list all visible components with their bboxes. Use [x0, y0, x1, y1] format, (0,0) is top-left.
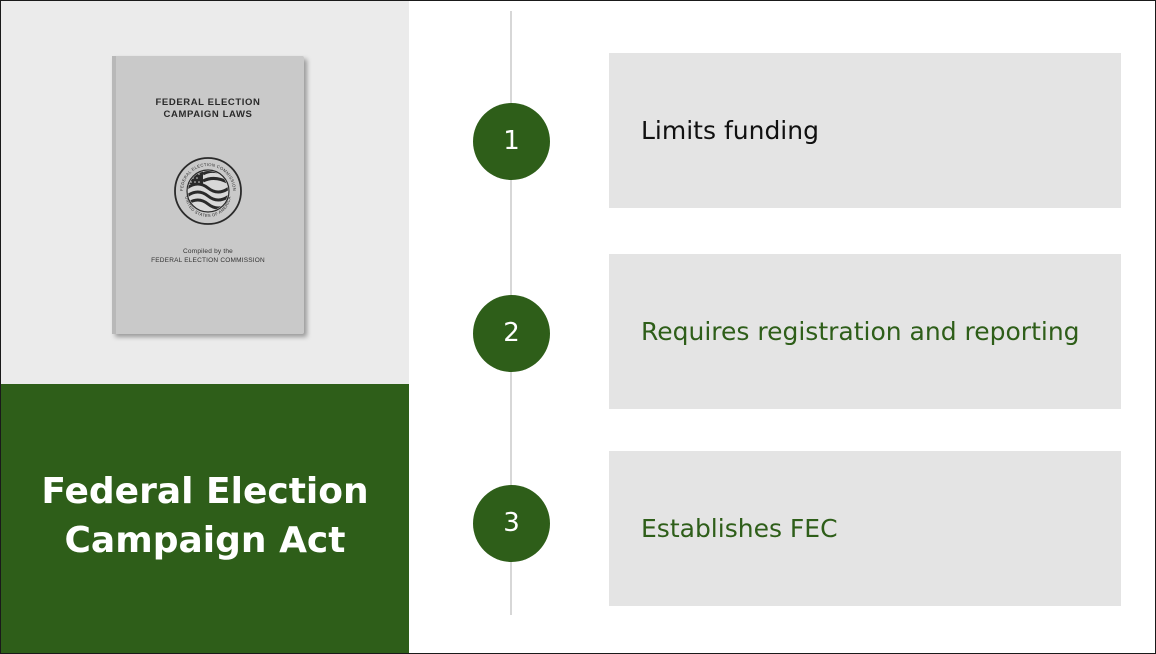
book-image-panel: FEDERAL ELECTION CAMPAIGN LAWS: [1, 1, 409, 384]
step-1-number-badge: 1: [473, 103, 550, 180]
slide-title-line-2: Campaign Act: [64, 520, 346, 561]
title-panel: [1, 384, 409, 653]
step-2-number-badge: 2: [473, 295, 550, 372]
step-3-box: Establishes FEC: [609, 451, 1121, 606]
book-spine: [112, 56, 116, 334]
slide-title: Federal Election Campaign Act: [1, 467, 409, 565]
book-title-line-2: CAMPAIGN LAWS: [163, 109, 253, 120]
step-3-number-badge: 3: [473, 485, 550, 562]
book-credit: Compiled by the FEDERAL ELECTION COMMISS…: [112, 247, 304, 265]
slide-title-line-1: Federal Election: [41, 471, 369, 512]
step-2-box: Requires registration and reporting: [609, 254, 1121, 409]
book-cover-image: FEDERAL ELECTION CAMPAIGN LAWS: [112, 56, 304, 334]
fec-seal-icon: FEDERAL ELECTION COMMISSION UNITED STATE…: [174, 157, 242, 225]
step-1-text: Limits funding: [641, 115, 819, 145]
book-credit-line-1: Compiled by the: [183, 248, 233, 255]
book-title: FEDERAL ELECTION CAMPAIGN LAWS: [112, 97, 304, 121]
book-credit-line-2: FEDERAL ELECTION COMMISSION: [151, 257, 265, 264]
book-title-line-1: FEDERAL ELECTION: [155, 97, 261, 108]
step-3-text: Establishes FEC: [641, 513, 838, 543]
step-1-box: Limits funding: [609, 53, 1121, 208]
step-2-text: Requires registration and reporting: [641, 316, 1080, 346]
